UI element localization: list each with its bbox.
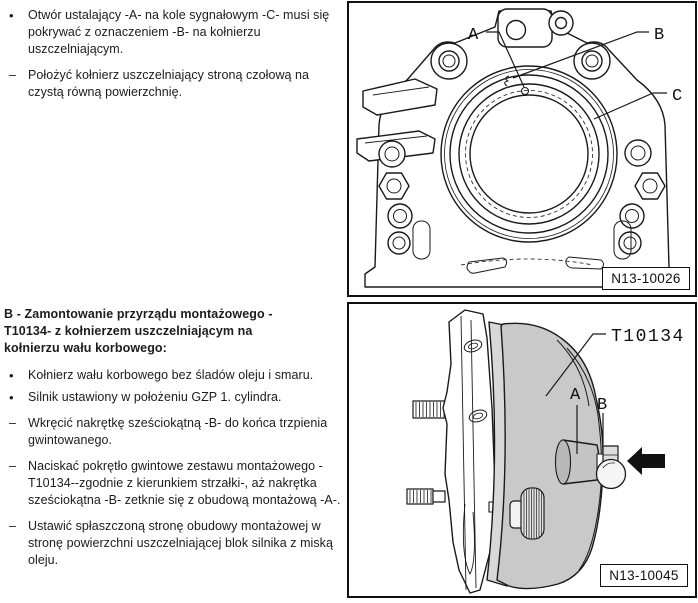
bullet-marker: • bbox=[9, 368, 14, 383]
stud-lower bbox=[406, 488, 434, 505]
direction-arrow-icon bbox=[627, 447, 665, 475]
seal-flange-drawing: A B C bbox=[356, 8, 682, 288]
instruction-item: – Ustawić spłaszczoną stronę obudowy mon… bbox=[4, 518, 344, 569]
dash-marker: – bbox=[9, 519, 16, 533]
left-prong-upper bbox=[362, 78, 438, 116]
label-b: B bbox=[654, 26, 664, 45]
part-number-box: N13-10045 bbox=[600, 564, 688, 587]
instruction-text: Ustawić spłaszczoną stronę obudowy monta… bbox=[28, 519, 333, 567]
bullet-marker: • bbox=[9, 390, 14, 405]
assembly-tool-drawing: T10134 A B bbox=[406, 309, 685, 594]
instructions-bottom: B - Zamontowanie przyrządu montażowego -… bbox=[4, 306, 344, 578]
label-tool: T10134 bbox=[611, 327, 685, 347]
instruction-item: – Położyć kołnierz uszczelniający stroną… bbox=[4, 67, 344, 101]
leader-line-b bbox=[512, 31, 649, 79]
leader-line-tool bbox=[545, 333, 606, 397]
part-number-box: N13-10026 bbox=[602, 267, 690, 290]
bottom-slot-left bbox=[466, 257, 508, 274]
instruction-text: Otwór ustalający -A- na kole sygnałowym … bbox=[28, 8, 330, 56]
locating-hole bbox=[520, 86, 530, 96]
seal-ring-outer bbox=[440, 65, 618, 243]
knurled-wheel bbox=[520, 487, 545, 540]
slot-upper bbox=[463, 339, 483, 353]
bracket-hole bbox=[505, 19, 527, 41]
seal-ring-rim bbox=[449, 74, 609, 234]
hex-bolt-right bbox=[634, 172, 666, 200]
slot-lower bbox=[468, 409, 488, 423]
leader-line-c bbox=[593, 92, 667, 120]
instruction-item: • Silnik ustawiony w położeniu GZP 1. cy… bbox=[4, 389, 344, 406]
hex-bolt-left bbox=[378, 172, 410, 200]
label-b: B bbox=[597, 396, 607, 415]
instructions-top: • Otwór ustalający -A- na kole sygnałowy… bbox=[4, 7, 344, 110]
bracket-lug-hole bbox=[554, 16, 568, 30]
alignment-mark bbox=[504, 75, 510, 87]
section-heading: B - Zamontowanie przyrządu montażowego -… bbox=[4, 307, 273, 355]
instruction-item: • Kołnierz wału korbowego bez śladów ole… bbox=[4, 367, 344, 384]
leader-line-a bbox=[486, 31, 525, 88]
instruction-text: Położyć kołnierz uszczelniający stroną c… bbox=[28, 68, 310, 99]
figure-seal-flange: A B C N13-10026 bbox=[347, 1, 697, 297]
label-c: C bbox=[672, 87, 682, 106]
flange-plate-side bbox=[442, 309, 496, 594]
instruction-text: Kołnierz wału korbowego bez śladów oleju… bbox=[28, 368, 314, 382]
label-a: A bbox=[468, 26, 479, 45]
label-a: A bbox=[570, 386, 581, 405]
instruction-item: – Naciskać pokrętło gwintowe zestawu mon… bbox=[4, 458, 344, 509]
instruction-text: Naciskać pokrętło gwintowe zestawu monta… bbox=[28, 459, 341, 507]
figure-assembly-tool: T10134 A B N13-10045 bbox=[347, 302, 697, 598]
instruction-text: Silnik ustawiony w położeniu GZP 1. cyli… bbox=[28, 390, 282, 404]
dash-marker: – bbox=[9, 459, 16, 473]
instruction-item: • Otwór ustalający -A- na kole sygnałowy… bbox=[4, 7, 344, 58]
dash-marker: – bbox=[9, 416, 16, 430]
instruction-item: – Wkręcić nakrętkę sześciokątną -B- do k… bbox=[4, 415, 344, 449]
instruction-text: Wkręcić nakrętkę sześciokątną -B- do koń… bbox=[28, 416, 328, 447]
seal-bore bbox=[469, 94, 589, 214]
dash-marker: – bbox=[9, 68, 16, 82]
ball-knob bbox=[595, 458, 627, 490]
bullet-marker: • bbox=[9, 8, 14, 23]
bottom-slot-right bbox=[565, 256, 604, 270]
seal-lip bbox=[458, 83, 600, 225]
